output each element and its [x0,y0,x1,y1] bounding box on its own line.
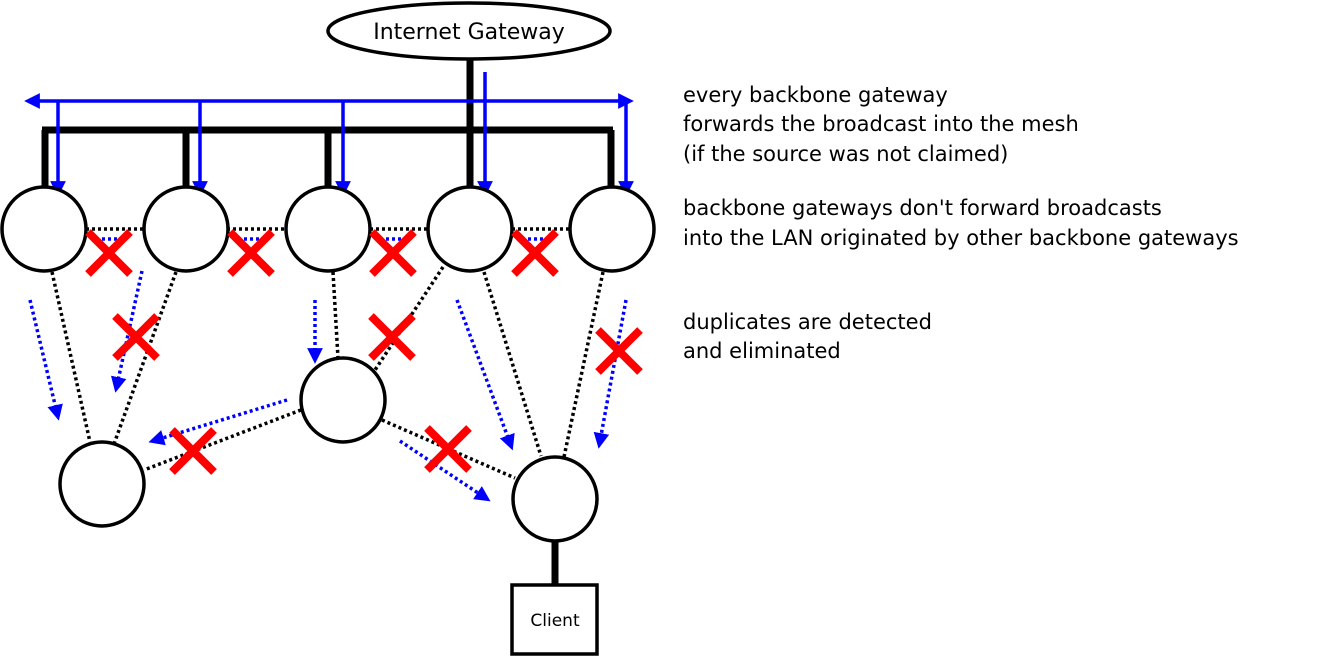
cross-icon [595,327,643,375]
backbone-gateway-node [142,185,230,273]
backbone-gateways [0,185,656,273]
cross-icon [424,425,472,473]
backbone-gateway-node [426,185,514,273]
mesh-node [299,356,387,444]
client-label: Client [530,611,580,631]
note-line: backbone gateways don't forward broadcas… [683,196,1162,220]
backbone-gateway-node [0,185,88,273]
cross-icon [227,229,275,277]
mesh-node [511,455,599,543]
cross-marks [85,229,643,475]
note-line: and eliminated [683,339,841,363]
note-line: duplicates are detected [683,310,932,334]
note-line: into the LAN originated by other backbon… [683,226,1239,250]
note-line: every backbone gateway [683,83,948,107]
mesh-nodes [58,356,599,543]
cross-icon [112,313,160,361]
cross-icon [169,427,217,475]
internet-gateway-label: Internet Gateway [373,20,565,45]
backbone-gateway-node [568,185,656,273]
mesh-node [58,440,146,528]
cross-icon [511,229,559,277]
backbone-gateway-node [284,185,372,273]
note-duplicates: duplicates are detected and eliminated [683,310,939,363]
note-line: (if the source was not claimed) [683,142,1008,166]
note-forward-broadcast: every backbone gateway forwards the broa… [683,83,1085,166]
internet-gateway-node [326,1,612,61]
broadcast-arrows [24,72,634,197]
cross-icon [85,229,133,277]
client-node [510,583,599,656]
cross-icon [368,313,416,361]
cross-icon [369,229,417,277]
note-line: forwards the broadcast into the mesh [683,112,1079,136]
note-no-lan-forward: backbone gateways don't forward broadcas… [683,196,1239,250]
